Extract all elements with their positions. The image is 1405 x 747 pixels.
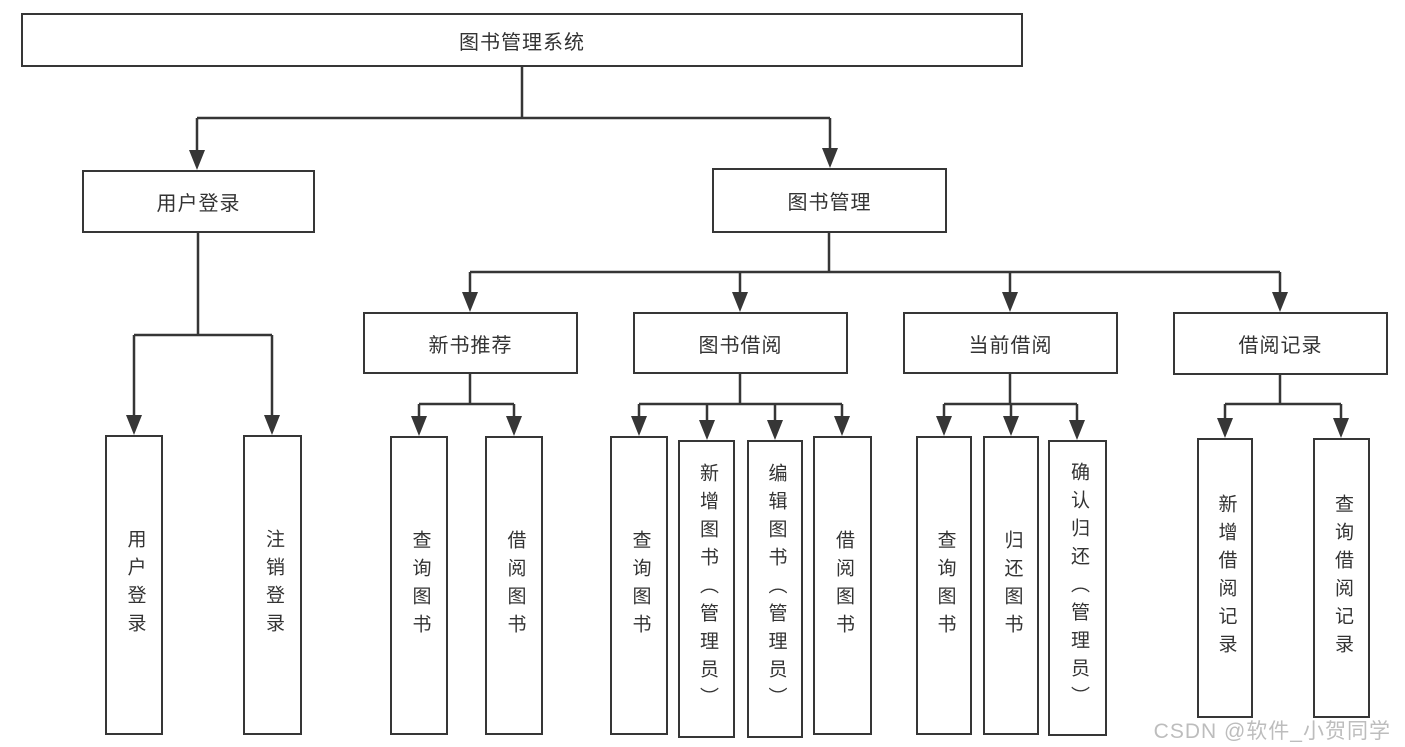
- leaf-logout-label: 注销登录: [262, 529, 284, 641]
- connector-book-management: [462, 231, 1288, 312]
- leaf-borrow-books-borrow: 借阅图书: [813, 436, 872, 735]
- connector-borrow-records: [1217, 373, 1349, 438]
- leaf-confirm-return-admin-label: 确认归还（管理员）: [1067, 462, 1089, 714]
- watermark: CSDN @软件_小贺同学: [1153, 720, 1391, 743]
- node-book-borrow: 图书借阅: [633, 312, 848, 374]
- node-new-book-recommend: 新书推荐: [363, 312, 578, 374]
- leaf-logout: 注销登录: [243, 435, 302, 735]
- leaf-edit-book-admin-label: 编辑图书（管理员）: [765, 463, 787, 715]
- leaf-query-books-borrow: 查询图书: [610, 436, 668, 735]
- node-root-label: 图书管理系统: [459, 31, 585, 54]
- leaf-edit-book-admin: 编辑图书（管理员）: [747, 440, 803, 738]
- connector-book-borrow: [631, 372, 850, 440]
- leaf-user-login-label: 用户登录: [124, 529, 146, 641]
- leaf-query-books-current: 查询图书: [916, 436, 972, 735]
- connector-user-login: [126, 231, 280, 435]
- leaf-return-books-label: 归还图书: [1001, 529, 1023, 642]
- leaf-query-books-current-label: 查询图书: [934, 529, 956, 642]
- node-borrow-records-label: 借阅记录: [1238, 335, 1323, 357]
- leaf-add-borrow-record: 新增借阅记录: [1197, 438, 1253, 718]
- node-book-borrow-label: 图书借阅: [698, 334, 783, 357]
- node-user-login: 用户登录: [82, 170, 315, 233]
- leaf-borrow-books-borrow-label: 借阅图书: [832, 529, 854, 642]
- node-user-login-label: 用户登录: [156, 193, 241, 215]
- node-new-book-recommend-label: 新书推荐: [428, 334, 513, 357]
- node-borrow-records: 借阅记录: [1173, 312, 1388, 375]
- leaf-confirm-return-admin: 确认归还（管理员）: [1048, 440, 1107, 736]
- connector-root: [189, 65, 838, 170]
- leaf-user-login: 用户登录: [105, 435, 163, 735]
- leaf-query-books-recommend-label: 查询图书: [409, 529, 431, 642]
- node-current-borrow: 当前借阅: [903, 312, 1118, 374]
- node-root: 图书管理系统: [21, 13, 1023, 67]
- leaf-query-books-recommend: 查询图书: [390, 436, 448, 735]
- leaf-return-books: 归还图书: [983, 436, 1039, 735]
- leaf-borrow-books-recommend: 借阅图书: [485, 436, 543, 735]
- leaf-add-book-admin: 新增图书（管理员）: [678, 440, 735, 738]
- node-current-borrow-label: 当前借阅: [968, 334, 1053, 357]
- leaf-query-borrow-record-label: 查询借阅记录: [1331, 494, 1353, 662]
- connector-current-borrow: [936, 372, 1085, 440]
- leaf-borrow-books-recommend-label: 借阅图书: [504, 529, 526, 642]
- connector-new-book-recommend: [411, 372, 522, 436]
- node-book-management-label: 图书管理: [787, 192, 872, 214]
- leaf-add-book-admin-label: 新增图书（管理员）: [696, 463, 718, 715]
- leaf-query-borrow-record: 查询借阅记录: [1313, 438, 1370, 718]
- leaf-add-borrow-record-label: 新增借阅记录: [1215, 494, 1237, 662]
- leaf-query-books-borrow-label: 查询图书: [629, 529, 651, 642]
- node-book-management: 图书管理: [712, 168, 947, 233]
